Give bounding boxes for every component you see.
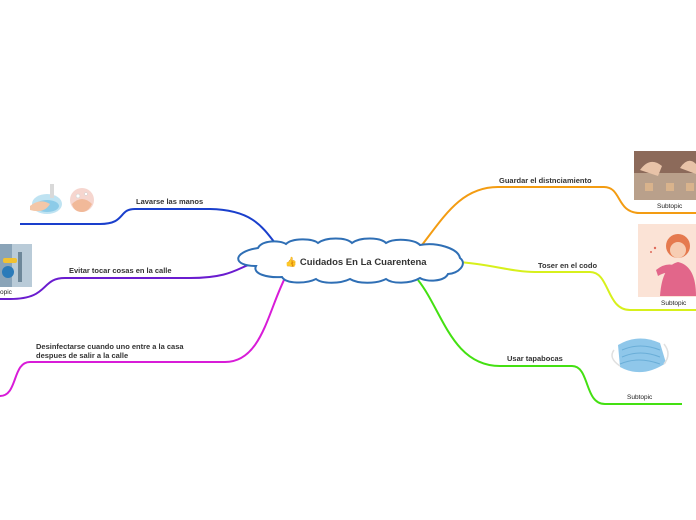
branch-line-tapabocas <box>417 279 682 405</box>
topic-desinfectarse-line1[interactable]: Desinfectarse cuando uno entre a la casa <box>36 342 184 351</box>
subtopic-guardar[interactable]: Subtopic <box>657 203 683 210</box>
topic-toser-en-el-codo[interactable]: Toser en el codo <box>538 261 598 270</box>
topic-evitar-tocar-cosas[interactable]: Evitar tocar cosas en la calle <box>69 266 172 275</box>
topic-usar-tapabocas[interactable]: Usar tapabocas <box>507 354 563 363</box>
subtopic-toser[interactable]: Subtopic <box>661 300 687 307</box>
branch-line-evitar <box>0 262 257 300</box>
distancing-blocks-photo <box>634 151 696 200</box>
subtopic-tapabocas[interactable]: Subtopic <box>627 394 653 401</box>
subtopic-evitar[interactable]: opic <box>0 289 12 296</box>
branch-line-lavarse <box>20 208 279 248</box>
branch-line-desinfectar <box>0 275 287 397</box>
branch-line-toser <box>457 261 696 311</box>
woman-coughing-illustration <box>638 224 696 297</box>
topic-lavarse-las-manos[interactable]: Lavarse las manos <box>136 197 204 206</box>
central-topic-cloud[interactable] <box>237 237 464 284</box>
central-topic-title[interactable]: 👍 Cuidados En La Cuarentena <box>258 257 454 268</box>
topic-desinfectarse-line2[interactable]: despues de salir a la calle <box>36 351 129 360</box>
topic-guardar-distanciamiento[interactable]: Guardar el distnciamiento <box>499 176 592 185</box>
face-mask-photo <box>611 338 669 373</box>
handwashing-illustration <box>26 181 98 222</box>
thumbs-up-icon: 👍 <box>285 257 298 268</box>
door-handle-photo <box>0 244 32 287</box>
branch-line-guardar <box>421 186 696 246</box>
central-topic-text: Cuidados En La Cuarentena <box>299 257 427 268</box>
